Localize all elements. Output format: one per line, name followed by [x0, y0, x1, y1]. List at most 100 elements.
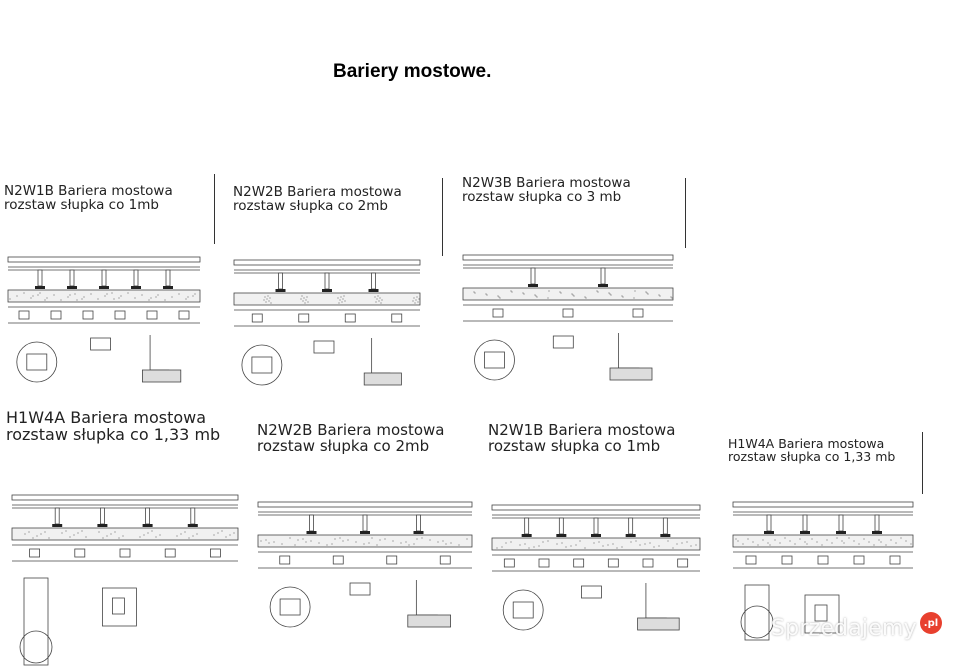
deck-texture — [458, 544, 460, 546]
deck-texture — [60, 299, 62, 301]
deck-texture — [266, 298, 268, 300]
detail-circle — [19, 630, 53, 664]
deck-texture — [570, 545, 572, 547]
deck-texture — [44, 299, 46, 301]
rail — [11, 494, 239, 501]
caption-line-1: N2W2B Bariera mostowa — [233, 184, 402, 200]
deck-texture — [646, 292, 648, 294]
deck-texture — [377, 295, 379, 297]
deck-texture — [392, 540, 394, 542]
detail-circle — [241, 344, 283, 386]
deck-texture — [584, 296, 586, 298]
post-base — [660, 534, 671, 537]
anchor-plate — [642, 558, 654, 568]
deck-texture — [155, 296, 157, 298]
deck-texture — [412, 300, 414, 302]
post-base — [836, 531, 846, 534]
barrier-drawing — [7, 256, 201, 383]
deck-texture — [9, 298, 11, 300]
detail-profile — [552, 335, 574, 349]
deck-texture — [143, 534, 145, 536]
deck-texture — [499, 297, 501, 299]
deck-texture — [910, 543, 912, 545]
deck-texture — [497, 295, 499, 297]
deck-texture — [547, 540, 549, 542]
deck-texture — [342, 298, 344, 300]
caption-line-2: rozstaw słupka co 2mb — [257, 436, 430, 455]
deck-texture — [268, 542, 270, 544]
deck-texture — [597, 291, 599, 293]
detail-circle — [269, 586, 311, 628]
deck-texture — [742, 543, 744, 545]
deck-texture — [269, 297, 271, 299]
deck-texture — [416, 296, 418, 298]
deck-texture — [609, 293, 611, 295]
deck-texture — [344, 300, 346, 302]
deck-texture — [868, 541, 870, 543]
detail-section — [23, 577, 49, 666]
deck-texture — [690, 545, 692, 547]
deck-texture — [670, 296, 672, 298]
post-base — [187, 524, 198, 527]
deck-texture — [524, 543, 526, 545]
anchor-plate — [817, 555, 829, 565]
deck-texture — [233, 532, 235, 534]
post-base — [528, 284, 538, 287]
deck-texture — [113, 298, 115, 300]
panel-divider — [442, 178, 443, 256]
deck-texture — [616, 547, 618, 549]
post-base — [99, 286, 109, 289]
caption-line-2: rozstaw słupka co 1mb — [488, 436, 661, 455]
anchor-plate — [146, 310, 158, 320]
barrier-drawing — [257, 501, 473, 628]
anchor-plate — [562, 308, 574, 318]
deck-texture — [633, 297, 635, 299]
post-base — [163, 286, 173, 289]
deck-texture — [413, 543, 415, 545]
post — [874, 514, 880, 532]
caption-line-1: H1W4A Bariera mostowa — [728, 436, 885, 451]
deck-texture — [635, 540, 637, 542]
deck-texture — [752, 541, 754, 543]
deck-texture — [32, 295, 34, 297]
post — [278, 272, 283, 290]
detail-base — [609, 367, 653, 381]
anchor-plate — [503, 558, 515, 568]
deck-texture — [334, 538, 336, 540]
deck-texture — [98, 531, 100, 533]
deck-texture — [267, 295, 269, 297]
deck-texture — [340, 296, 342, 298]
deck-texture — [155, 536, 157, 538]
deck-texture — [561, 542, 563, 544]
post — [838, 514, 844, 532]
anchor-plate — [344, 313, 356, 323]
deck-texture — [498, 296, 500, 298]
post-base — [413, 531, 424, 534]
post-base — [368, 289, 379, 292]
deck-texture — [151, 530, 153, 532]
anchor-plate — [209, 548, 221, 558]
deck-texture — [379, 539, 381, 541]
deck-texture — [841, 540, 843, 542]
post — [558, 517, 564, 535]
deck-texture — [171, 296, 173, 298]
deck-texture — [85, 536, 87, 538]
deck-texture — [110, 533, 112, 535]
deck-texture — [375, 301, 377, 303]
caption-line-1: N2W1B Bariera mostowa — [488, 421, 676, 439]
deck-texture — [548, 290, 550, 292]
deck-texture — [653, 546, 655, 548]
page-title: Bariery mostowe. — [333, 61, 492, 82]
deck-texture — [658, 545, 660, 547]
post — [802, 514, 808, 532]
deck-texture — [634, 290, 636, 292]
deck-texture — [528, 547, 530, 549]
post — [524, 517, 530, 535]
deck-texture — [81, 530, 83, 532]
deck-texture — [77, 532, 79, 534]
deck-texture — [374, 296, 376, 298]
anchor-plate — [50, 310, 62, 320]
deck-texture — [596, 290, 598, 292]
deck-texture — [225, 536, 227, 538]
deck-texture — [511, 291, 513, 293]
